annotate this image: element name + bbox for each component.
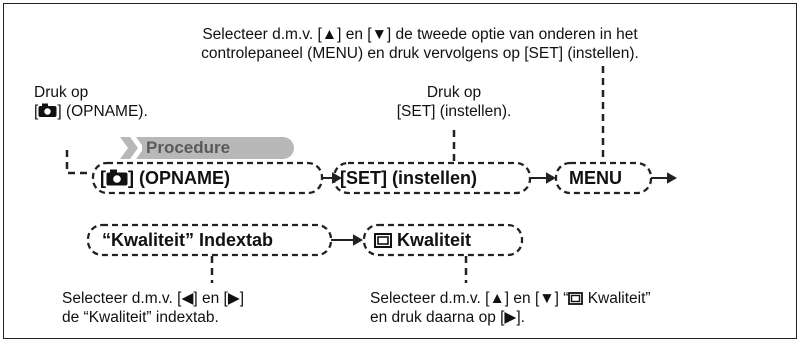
procedure-label: Procedure bbox=[146, 138, 231, 157]
procedure-marker-icon bbox=[108, 137, 142, 159]
arrow-right-icon bbox=[546, 172, 557, 184]
arrow-right-icon bbox=[667, 172, 678, 184]
camera-icon bbox=[38, 103, 57, 117]
diagram-frame bbox=[3, 3, 797, 339]
step-box-quality bbox=[362, 223, 524, 257]
step-tab: “Kwaliteit” Indextab bbox=[102, 230, 274, 250]
quality-icon bbox=[374, 233, 392, 248]
arrow-right-icon bbox=[353, 234, 364, 246]
rec-note: Druk op [] (OPNAME). bbox=[34, 84, 148, 120]
arrow-right-icon bbox=[332, 172, 343, 184]
step-set: [SET] (instellen) bbox=[340, 168, 478, 188]
step-menu: MENU bbox=[569, 168, 622, 188]
camera-icon bbox=[106, 169, 128, 186]
rec-connector bbox=[65, 150, 90, 175]
step-rec: [] (OPNAME) bbox=[100, 168, 230, 188]
tab-note: Selecteer d.m.v. [◀] en [▶] de “Kwalitei… bbox=[62, 290, 245, 326]
quality-icon bbox=[568, 292, 584, 305]
quality-note: Selecteer d.m.v. [▲] en [▼] “ Kwaliteit”… bbox=[370, 290, 651, 326]
procedure-band bbox=[108, 137, 294, 159]
menu-note: Selecteer d.m.v. [▲] en [▼] de tweede op… bbox=[201, 26, 639, 62]
set-note: Druk op [SET] (instellen). bbox=[396, 84, 512, 120]
step-quality: Kwaliteit bbox=[374, 229, 471, 251]
